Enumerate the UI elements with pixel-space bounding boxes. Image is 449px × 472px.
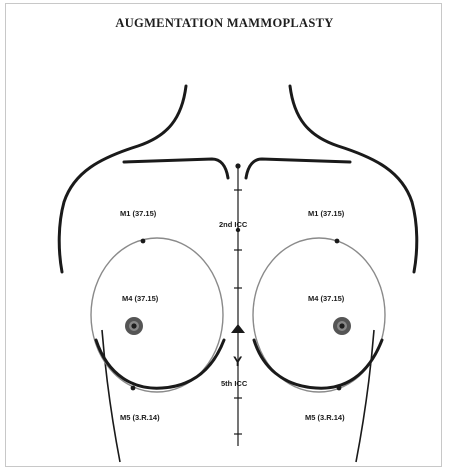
- label-upper-right: M1 (37.15): [308, 209, 345, 218]
- right-nipple-icon: [333, 317, 351, 335]
- label-mid-right: M4 (37.15): [308, 294, 345, 303]
- right-clavicle: [246, 159, 350, 178]
- label-upper-left: M1 (37.15): [120, 209, 157, 218]
- label-low-right: M5 (3.R.14): [305, 413, 345, 422]
- left-nipple-icon: [125, 317, 143, 335]
- label-ics-upper: 2nd ICC: [219, 220, 248, 229]
- label-mid-left: M4 (37.15): [122, 294, 159, 303]
- left-neck-shoulder-outline: [59, 86, 186, 272]
- left-torso-side-line: [102, 330, 120, 462]
- xiphoid-marker: [231, 324, 245, 333]
- left-inframammary-fold: [96, 340, 224, 388]
- right-inframammary-fold: [254, 340, 382, 388]
- label-low-left: M5 (3.R.14): [120, 413, 160, 422]
- label-ics-lower: 5th ICC: [221, 379, 248, 388]
- right-torso-side-line: [356, 330, 374, 462]
- label-y-marker: Y: [233, 353, 243, 369]
- left-clavicle: [124, 159, 228, 178]
- right-neck-shoulder-outline: [290, 86, 417, 272]
